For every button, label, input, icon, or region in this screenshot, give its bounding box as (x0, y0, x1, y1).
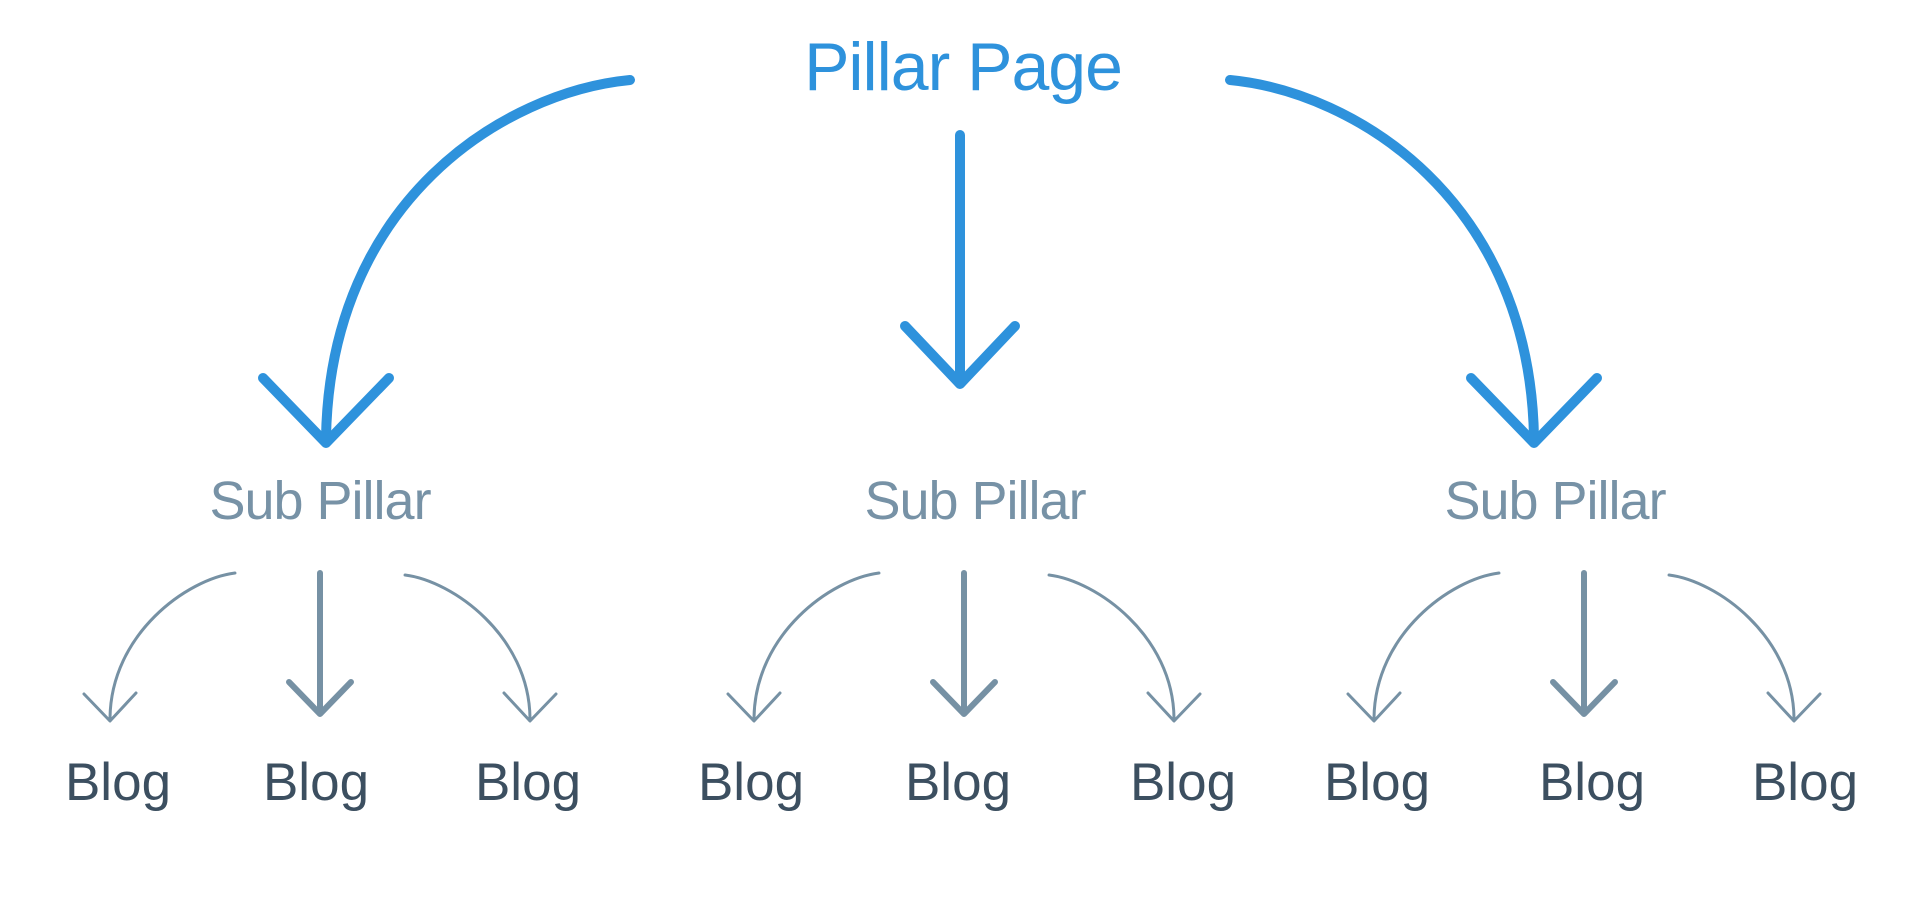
arrowhead-icon (930, 679, 998, 717)
blog-label-1-0: Blog (697, 753, 805, 812)
arrowhead-icon (1466, 373, 1602, 448)
blog-label-0-1: Blog (262, 753, 370, 812)
arrow-subpillar-1-to-blog-2 (1047, 573, 1202, 723)
arrow-subpillar-2-to-blog-1 (1550, 570, 1618, 717)
arrowhead-icon (502, 691, 558, 723)
blog-label-2-2: Blog (1751, 753, 1859, 812)
arrowhead-icon (1346, 691, 1402, 723)
blog-label-1-1: Blog (904, 753, 1012, 812)
arrow-subpillar-0-to-blog-0 (82, 571, 237, 723)
arrowhead-icon (1766, 691, 1822, 723)
arrow-subpillar-0-to-blog-2 (403, 573, 558, 723)
blog-label-2-1: Blog (1538, 753, 1646, 812)
sub-pillar-label-1: Sub Pillar (864, 471, 1086, 531)
arrow-subpillar-0-to-blog-1 (286, 570, 354, 717)
arrow-curve (1225, 75, 1539, 443)
arrow-curve (321, 75, 635, 443)
arrow-curve (752, 571, 881, 720)
arrowhead-icon (1550, 679, 1618, 717)
arrow-curve (1047, 573, 1176, 720)
arrow-subpillar-2-to-blog-0 (1346, 571, 1501, 723)
arrowhead-icon (1146, 691, 1202, 723)
arrowhead-icon (258, 373, 394, 448)
arrow-subpillar-1-to-blog-0 (726, 571, 881, 723)
arrowhead-icon (900, 321, 1020, 389)
arrow-curve (403, 573, 532, 720)
arrow-root-to-subpillar-1 (900, 130, 1020, 389)
arrow-subpillar-1-to-blog-1 (930, 570, 998, 717)
arrow-curve (108, 571, 237, 720)
blog-label-2-0: Blog (1323, 753, 1431, 812)
arrowhead-icon (82, 691, 138, 723)
arrowhead-icon (726, 691, 782, 723)
blog-label-1-2: Blog (1129, 753, 1237, 812)
sub-pillar-label-0: Sub Pillar (209, 471, 431, 531)
pillar-page-label: Pillar Page (804, 29, 1123, 105)
arrow-root-to-subpillar-0 (258, 75, 635, 448)
arrow-root-to-subpillar-2 (1225, 75, 1602, 448)
arrow-curve (1667, 573, 1796, 720)
arrowhead-icon (286, 679, 354, 717)
sub-pillar-label-2: Sub Pillar (1444, 471, 1666, 531)
blog-label-0-2: Blog (474, 753, 582, 812)
arrow-subpillar-2-to-blog-2 (1667, 573, 1822, 723)
blog-label-0-0: Blog (64, 753, 172, 812)
arrow-curve (1372, 571, 1501, 720)
